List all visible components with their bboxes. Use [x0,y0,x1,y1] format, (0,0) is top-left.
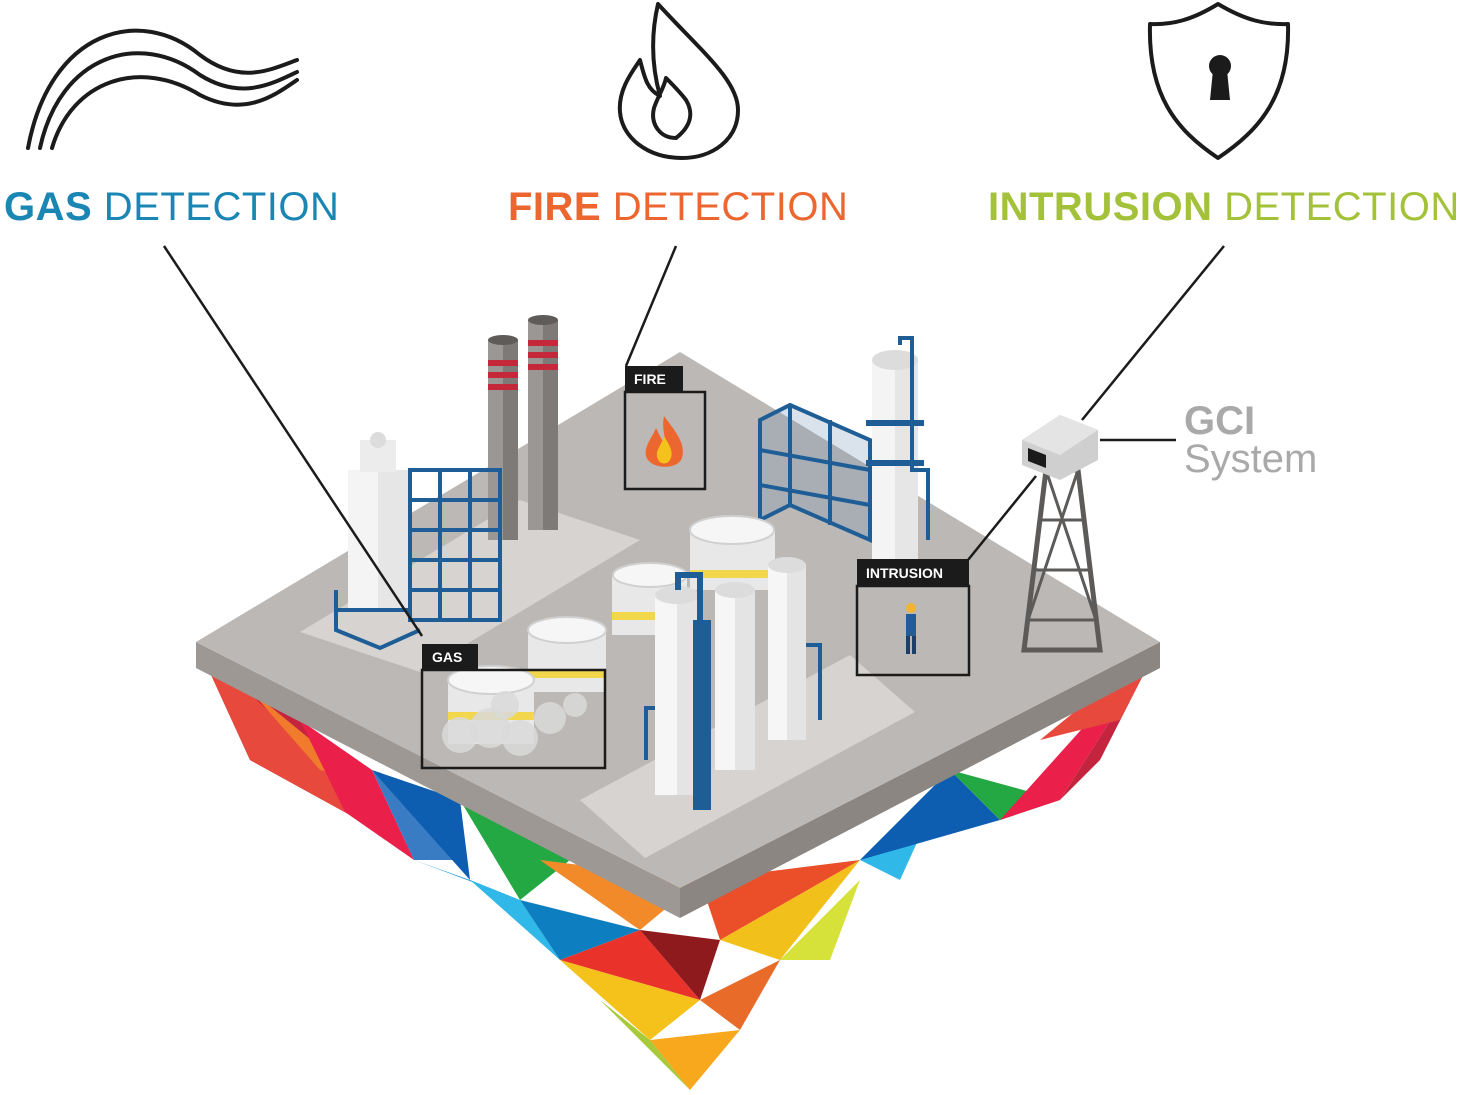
distillation-tower-right [866,336,930,560]
gci-system-label: GCI System [1184,399,1318,481]
fire-marker-icon [645,416,683,467]
fire-heading-light: DETECTION [601,185,849,229]
intrusion-tag-label: INTRUSION [866,565,943,581]
gas-heading-strong: GAS [4,185,93,229]
process-columns-front [644,557,822,810]
intrusion-detection-heading: INTRUSION DETECTION [988,183,1460,231]
gci-label-line1: GCI [1184,399,1256,443]
gas-cloud [442,691,587,756]
worker-figure [906,603,916,654]
gas-heading-light: DETECTION [92,185,340,229]
chimney-stacks [488,315,558,540]
fire-detection-heading: FIRE DETECTION [508,183,848,231]
fire-tag-label: FIRE [634,371,666,387]
steel-rack-right [758,402,872,544]
gas-tag-label: GAS [432,649,462,665]
intrusion-heading-light: DETECTION [1212,185,1460,229]
intrusion-heading-strong: INTRUSION [988,185,1213,229]
process-column-left [348,432,408,610]
gci-tower [1021,415,1103,653]
gas-callout: GAS [420,644,607,770]
gci-label-line2: System [1184,437,1318,481]
gas-waves-icon [26,28,299,150]
intrusion-callout: INTRUSION [855,559,971,677]
gas-detection-heading: GAS DETECTION [4,183,339,231]
steel-scaffold-left [334,468,502,651]
fire-callout: FIRE [623,366,707,491]
flame-icon [617,2,740,160]
fire-heading-strong: FIRE [508,185,602,229]
callout-lines [162,245,1225,637]
shield-keyhole-icon [1147,2,1291,160]
